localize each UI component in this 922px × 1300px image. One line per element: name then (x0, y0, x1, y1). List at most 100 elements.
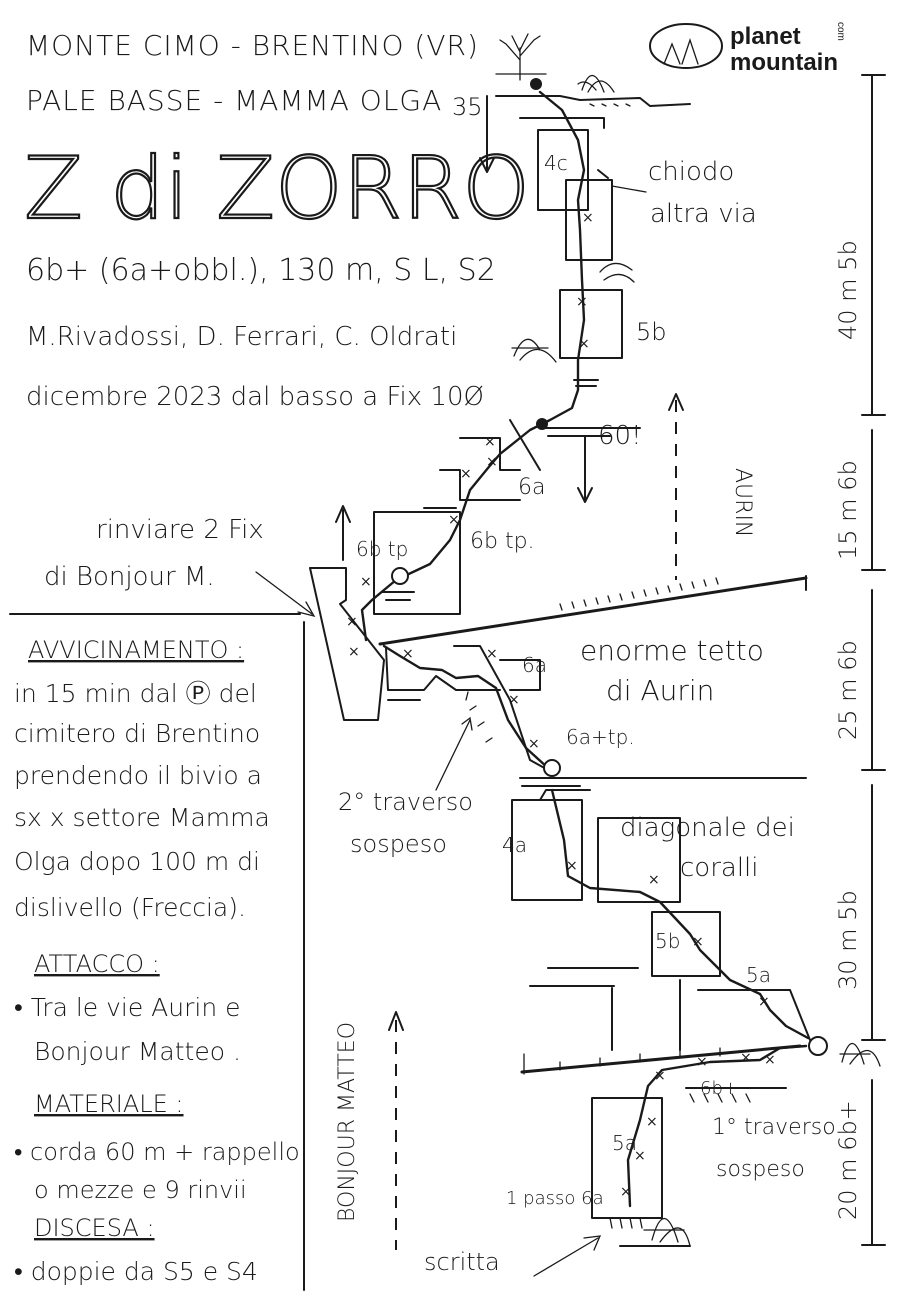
warning-60: 60! (598, 421, 642, 451)
svg-text:×: × (528, 736, 540, 752)
svg-text:×: × (692, 934, 704, 950)
altra-via-label: altra via (650, 199, 757, 229)
svg-text:×: × (764, 1052, 776, 1068)
descent-title: DISCESA : (34, 1214, 155, 1242)
pitch-length-4: 30 m 5b (834, 890, 862, 990)
pitch-scale: 40 m 5b 15 m 6b 25 m 6b 30 m 5b 20 m 6b+ (834, 74, 886, 1246)
grade-6a-plus-tp: 6a+tp. (566, 725, 635, 749)
rinviare-line-1: rinviare 2 Fix (96, 515, 264, 545)
plant-2 (511, 338, 557, 363)
logo-suffix: com (835, 22, 846, 41)
pitch-length-3: 25 m 6b (834, 640, 862, 740)
logo-word-planet: planet (730, 23, 801, 50)
descent-line-1: • doppie da S5 e S4 (14, 1257, 258, 1286)
approach-line-4: sx x settore Mamma (14, 803, 270, 832)
rock-block-6b-belay (373, 511, 461, 615)
svg-text:×: × (460, 466, 472, 482)
svg-text:×: × (578, 336, 590, 352)
svg-text:×: × (346, 614, 358, 630)
summit-area: 35 (452, 33, 691, 173)
roof-label-line-1: enorme tetto (580, 634, 764, 667)
svg-text:×: × (620, 1184, 632, 1200)
attack-line-2: Bonjour Matteo . (34, 1037, 241, 1066)
roof-label-line-2: di Aurin (606, 674, 714, 707)
material-line-2: o mezze e 9 rinvii (34, 1176, 247, 1204)
grade-4c: 4c (544, 151, 568, 175)
svg-text:×: × (360, 574, 372, 590)
svg-text:×: × (758, 994, 770, 1010)
plant-1 (599, 262, 635, 283)
approach-line-5: Olga dopo 100 m di (14, 847, 260, 876)
rock-block-4c (537, 129, 589, 211)
svg-text:×: × (448, 512, 460, 528)
svg-text:×: × (648, 872, 660, 888)
passo-label: 1 passo 6a (506, 1188, 604, 1209)
grade-5a-right: 5a (746, 963, 771, 987)
neighbour-route-aurin: AURIN (730, 468, 755, 537)
belay-anchor-3 (391, 567, 409, 585)
svg-text:×: × (484, 434, 496, 450)
neighbour-route-bonjour: BONJOUR MATTEO (335, 1022, 360, 1222)
svg-text:×: × (696, 1054, 708, 1070)
svg-text:×: × (348, 644, 360, 660)
svg-text:×: × (654, 1068, 666, 1084)
approach-line-2: cimitero di Brentino (14, 719, 260, 748)
svg-text:×: × (646, 1114, 658, 1130)
rinviare-line-2: di Bonjour M. (44, 562, 215, 592)
grade-6a-upper: 6a (518, 475, 545, 500)
material-line-1: • corda 60 m + rappello (14, 1138, 300, 1166)
rock-block-5a-lower (591, 1097, 663, 1219)
bolts: × × × × × × × × × × × × × × × × × × × × … (346, 210, 776, 1200)
rock-block-4a (511, 799, 583, 901)
svg-text:×: × (402, 646, 414, 662)
belay-anchor-4 (536, 418, 548, 430)
logo-word-mountain: mountain (730, 49, 838, 76)
grade-line: 6b+ (6a+obbl.), 130 m, S L, S2 (26, 253, 496, 288)
date-line: dicembre 2023 dal basso a Fix 10Ø (26, 382, 484, 412)
info-section: AVVICINAMENTO : in 15 min dal Ⓟ del cimi… (14, 636, 300, 1286)
svg-text:×: × (634, 1148, 646, 1164)
svg-text:×: × (740, 1050, 752, 1066)
grade-5b-upper: 5b (636, 318, 667, 346)
roof-of-aurin (309, 567, 808, 771)
grade-6b-tp: 6b tp. (470, 529, 535, 554)
diagonal-line-1: diagonale dei (620, 813, 795, 843)
traverse-2-line-2: sospeso (350, 830, 447, 858)
svg-text:×: × (576, 294, 588, 310)
rock-outline-top (519, 117, 605, 129)
pitch-length-1: 40 m 5b (834, 240, 862, 340)
location-line-1: MONTE CIMO - BRENTINO (VR) (26, 29, 479, 62)
svg-text:×: × (566, 858, 578, 874)
attack-line-1: • Tra le vie Aurin e (14, 993, 241, 1022)
approach-line-1: in 15 min dal Ⓟ del (14, 679, 257, 708)
summit-anchor (530, 78, 542, 90)
climbing-route (360, 90, 810, 1208)
belay-anchor-2 (543, 759, 561, 777)
attack-title: ATTACCO : (34, 950, 160, 978)
planetmountain-logo: planet mountain com (649, 22, 846, 76)
traverse-1-line-2: sospeso (716, 1157, 805, 1182)
plant-3 (839, 1042, 881, 1067)
svg-text:×: × (486, 646, 498, 662)
location-line-2: PALE BASSE - MAMMA OLGA (26, 84, 442, 117)
svg-text:×: × (486, 454, 498, 470)
svg-text:×: × (582, 210, 594, 226)
approach-title: AVVICINAMENTO : (28, 636, 244, 664)
grade-6b-plus: 6b+ (700, 1078, 738, 1099)
start-height-label: 35 (452, 93, 483, 121)
traverse-1-ledge (520, 1044, 802, 1074)
grade-5b-lower: 5b (655, 929, 680, 953)
authors-line: M.Rivadossi, D. Ferrari, C. Oldrati (26, 322, 457, 352)
rock-block-5b-lower (651, 911, 721, 977)
grade-6b-tp-belay: 6b tp (356, 537, 408, 561)
belay-anchor-1 (808, 1036, 828, 1056)
grade-4a: 4a (502, 833, 527, 857)
scritta-label: scritta (424, 1248, 500, 1276)
traverse-2-line-1: 2° traverso (338, 788, 473, 816)
rock-block-diagonal (597, 817, 681, 903)
approach-line-6: dislivello (Freccia). (14, 893, 246, 922)
material-title: MATERIALE : (34, 1090, 184, 1118)
bonjour-route-line: BONJOUR MATTEO (335, 1011, 404, 1250)
pitch-length-2: 15 m 6b (834, 460, 862, 560)
